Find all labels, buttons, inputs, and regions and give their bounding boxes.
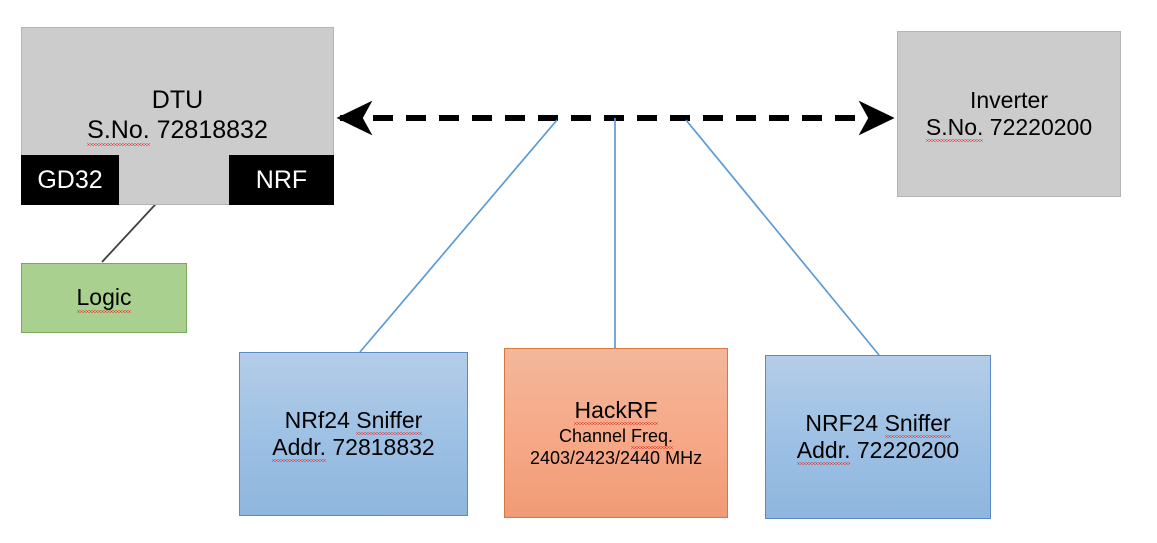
inverter-serial-value: 72220200 [989,114,1093,140]
inverter-serial: S.No. 72220200 [925,114,1093,143]
sniffer-right-addr-prefix: Addr. [796,437,851,466]
sniffer-left-device: NRf24 [284,406,350,433]
hackrf-freq-word: Freq. [631,426,674,449]
logic-analyzer-box[interactable]: Logic [21,263,187,333]
inverter-title: Inverter [970,86,1048,113]
sniffer-left-addr: Addr. 72818832 [272,434,435,463]
gd32-chip-box[interactable]: GD32 [21,155,119,205]
sniffer-right-addr-value: 72220200 [856,437,960,463]
sniffer-right-tap-line [685,119,880,356]
sniffer-left-tap-line [359,119,558,353]
sniffer-left-addr-value: 72818832 [332,434,435,460]
dtu-serial-prefix: S.No. [87,115,150,146]
sniffer-left-box[interactable]: NRf24 Sniffer Addr. 72818832 [239,352,468,516]
sniffer-right-title: NRF24 Sniffer [805,409,951,439]
sniffer-right-box[interactable]: NRF24 Sniffer Addr. 72220200 [765,355,991,519]
inverter-serial-prefix: S.No. [925,114,984,143]
dtu-serial: S.No. 72818832 [87,116,268,146]
sniffer-right-role: Sniffer [884,409,951,439]
logic-label: Logic [76,284,132,313]
dtu-title: DTU [151,86,204,114]
sniffer-right-addr: Addr. 72220200 [796,437,960,466]
hackrf-box[interactable]: HackRF Channel Freq. 2403/2423/2440 MHz [504,348,728,518]
hackrf-title-text: HackRF [574,397,658,426]
hackrf-channel-label: Channel Freq. [558,426,674,449]
hackrf-frequencies: 2403/2423/2440 MHz [529,447,703,468]
sniffer-left-addr-prefix: Addr. [272,434,326,463]
inverter-device-box[interactable]: Inverter S.No. 72220200 [897,31,1121,197]
dtu-serial-value: 72818832 [156,115,268,144]
sniffer-right-device: NRF24 [805,409,879,436]
sniffer-left-role: Sniffer [356,406,423,436]
hackrf-channel-word: Channel [558,426,627,447]
nrf-label: NRF [255,165,308,194]
nrf-chip-box[interactable]: NRF [229,155,334,205]
sniffer-left-title: NRf24 Sniffer [284,406,423,436]
hackrf-title: HackRF [574,397,658,426]
gd32-label: GD32 [37,165,103,194]
